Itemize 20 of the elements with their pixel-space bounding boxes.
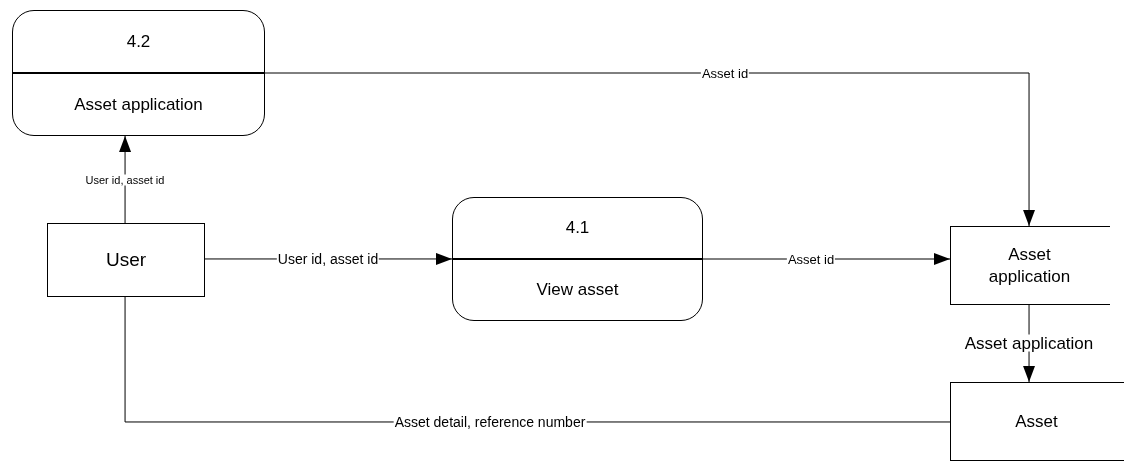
edge-label: Asset id — [786, 252, 836, 266]
edge-label: Asset application — [963, 334, 1095, 352]
arrow — [264, 72, 1036, 227]
arrow — [119, 135, 132, 224]
process-number: 4.1 — [565, 217, 590, 240]
store-name: Asset — [1014, 410, 1059, 433]
edge-label: Asset id — [700, 66, 750, 80]
process-name: Asset application — [74, 93, 203, 116]
process-name: View asset — [536, 279, 619, 302]
data-store — [950, 226, 1110, 305]
process-number: 4.2 — [126, 30, 151, 53]
entity-name: User — [105, 247, 147, 272]
data-store — [950, 382, 1124, 461]
edge-label: Asset detail, reference number — [393, 415, 587, 429]
store-name: Asset application — [987, 244, 1072, 287]
process-box — [12, 10, 265, 136]
entity-box — [47, 223, 205, 297]
edge-label: User id, asset id — [276, 252, 380, 266]
edge-label: User id, asset id — [84, 174, 166, 186]
process-box — [452, 197, 703, 321]
